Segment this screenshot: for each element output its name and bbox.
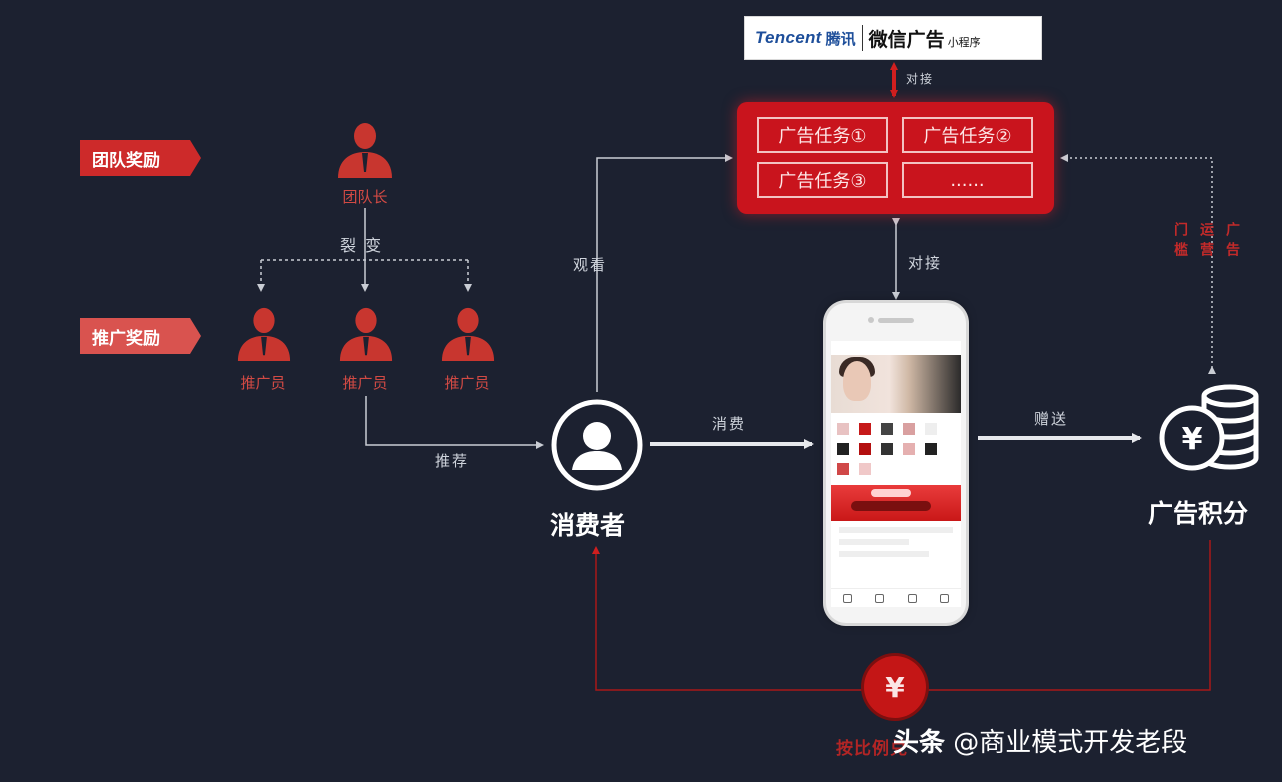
connect-mid-label: 对接	[908, 254, 943, 272]
promoter-icon-1	[237, 307, 291, 362]
phone-camera	[868, 317, 874, 323]
phone-mockup	[826, 303, 966, 623]
exchange-label: 按比例兑	[836, 739, 908, 759]
fission-label: 裂 变	[340, 236, 384, 255]
consumer-label: 消费者	[550, 511, 626, 540]
phone-earpiece	[878, 318, 914, 323]
watermark-author: @商业模式开发老段	[953, 728, 1188, 758]
consumer-icon	[551, 399, 643, 491]
promoter-label-3: 推广员	[444, 374, 490, 392]
connect-top-label: 对接	[906, 72, 935, 86]
promo-reward-tag: 推广奖励	[80, 318, 201, 354]
tencent-cn-text: 腾讯	[825, 29, 856, 48]
svg-text:¥: ¥	[1182, 422, 1203, 457]
gift-label: 赠送	[1034, 410, 1069, 428]
ad-threshold-col-3: 门槛	[1172, 222, 1188, 262]
threshold-line	[1060, 154, 1216, 374]
ad-points-label: 广告积分	[1148, 499, 1249, 528]
ad-task-3: 广告任务③	[757, 162, 888, 198]
promoter-label-2: 推广员	[342, 374, 388, 392]
ad-task-more: ......	[902, 162, 1033, 198]
exchange-coin-icon: ¥	[864, 656, 926, 718]
tencent-logo-text: Tencent	[755, 28, 822, 47]
team-reward-tag: 团队奖励	[80, 140, 201, 176]
team-leader-label: 团队长	[342, 188, 388, 206]
app-header	[831, 341, 961, 355]
app-promo-banner	[831, 485, 961, 521]
watermark: 头条 @商业模式开发老段	[893, 722, 1187, 759]
ad-task-2: 广告任务②	[902, 117, 1033, 153]
app-product-grid	[831, 413, 961, 475]
watch-label: 观看	[573, 256, 608, 274]
app-tab-bar	[831, 588, 961, 607]
app-banner-image	[831, 355, 961, 413]
ad-task-panel: 广告任务① 广告任务② 广告任务③ ......	[737, 102, 1054, 214]
consume-label: 消费	[712, 415, 747, 433]
watch-line	[596, 154, 733, 392]
ad-points-coin-icon: ¥	[1159, 384, 1259, 471]
promoter-icon-2	[339, 307, 393, 362]
wechat-ads-text: 微信广告	[868, 28, 945, 51]
promoter-icon-3	[441, 307, 495, 362]
phone-screen	[831, 341, 961, 607]
recommend-line	[365, 396, 544, 449]
watermark-source: 头条	[893, 728, 946, 758]
ad-threshold-col-1: 广告	[1224, 222, 1240, 262]
logo-divider	[861, 25, 863, 51]
ad-threshold-col-2: 运营	[1198, 222, 1214, 262]
team-leader-icon	[338, 123, 392, 178]
promoter-label-1: 推广员	[240, 374, 286, 392]
ad-threshold-label: 广告 运营 门槛	[1172, 222, 1242, 262]
mini-program-text: 小程序	[947, 36, 981, 49]
tencent-wechat-ads-logo: Tencent 腾讯 微信广告 小程序	[744, 16, 1042, 60]
ad-task-1: 广告任务①	[757, 117, 888, 153]
recommend-label: 推荐	[435, 452, 470, 470]
